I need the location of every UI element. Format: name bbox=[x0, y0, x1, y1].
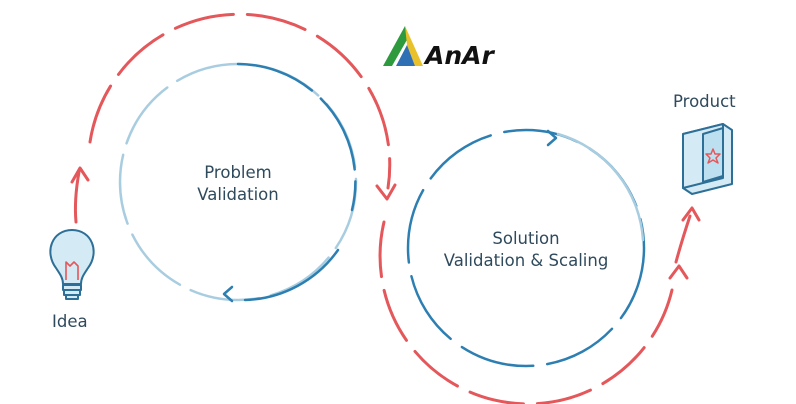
lightbulb-icon bbox=[49, 229, 95, 300]
anar-logo: AnAr bbox=[383, 26, 495, 70]
solution-label-line1: Solution bbox=[492, 229, 559, 248]
arrowhead-down-middle bbox=[375, 183, 397, 201]
arrowhead-up-right-2 bbox=[681, 206, 701, 222]
box-door bbox=[702, 127, 724, 183]
problem-circle-dark-bottom bbox=[243, 248, 340, 302]
idea-label: Idea bbox=[52, 312, 88, 331]
red-journey-path bbox=[73, 12, 692, 404]
problem-circle-dark bbox=[236, 62, 357, 212]
product-box-icon bbox=[682, 123, 733, 195]
red-path-solution-arc bbox=[378, 220, 674, 404]
logo-text: AnAr bbox=[423, 41, 495, 70]
red-path-product-rise bbox=[674, 214, 692, 264]
solution-validation-cycle bbox=[406, 128, 646, 368]
problem-cycle-arrowhead bbox=[222, 285, 234, 303]
red-path-idea-rise bbox=[73, 170, 81, 224]
bulb-base-3 bbox=[65, 294, 79, 300]
problem-label-line1: Problem bbox=[204, 163, 271, 182]
solution-circle-dark bbox=[406, 128, 646, 368]
bulb-filament bbox=[65, 261, 79, 280]
red-arrowheads bbox=[70, 166, 701, 280]
logo-mark-yellow bbox=[405, 26, 423, 66]
arrowhead-up-right-1 bbox=[668, 264, 689, 280]
logo-mark-green bbox=[383, 26, 408, 66]
problem-validation-cycle bbox=[118, 62, 358, 303]
problem-label-line2: Validation bbox=[197, 185, 278, 204]
star-icon bbox=[705, 148, 721, 164]
solution-cycle-arrowhead bbox=[546, 129, 558, 147]
solution-circle-light-arc bbox=[556, 132, 645, 242]
red-path-problem-arc bbox=[88, 12, 392, 190]
product-label: Product bbox=[673, 92, 736, 111]
arrowhead-up-left bbox=[70, 166, 90, 184]
bulb-glass bbox=[49, 229, 95, 285]
logo-mark-blue bbox=[396, 45, 415, 66]
solution-label-line2: Validation & Scaling bbox=[444, 251, 609, 270]
